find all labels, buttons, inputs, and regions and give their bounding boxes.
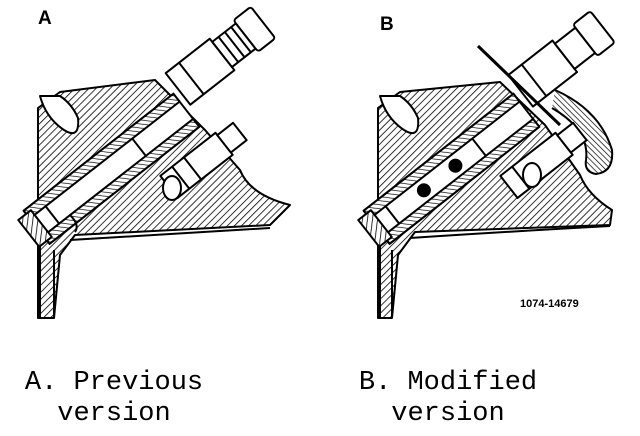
injector-barrel-b <box>357 92 541 248</box>
bolt-head-b <box>522 162 542 188</box>
caption-b-line2: version <box>391 399 505 429</box>
bolt-head-a <box>162 175 182 201</box>
drawing-a <box>17 6 291 319</box>
drawing-b <box>357 11 615 319</box>
caption-a-line1: A. Previous <box>24 368 204 398</box>
body-curve-b <box>409 225 611 239</box>
injector-barrel-a <box>17 92 201 248</box>
caption-a-line2: version <box>57 399 171 429</box>
body-curve-a <box>69 227 271 241</box>
caption-a: A. Previous version <box>14 368 214 430</box>
retaining-bar-b <box>476 44 562 127</box>
pocket-b <box>379 95 420 134</box>
caption-b: B. Modified version <box>348 368 548 430</box>
upper-fitting-a <box>164 6 276 106</box>
figure-code: 1074-14679 <box>520 298 579 310</box>
panel-label-b: B <box>380 14 394 35</box>
pocket-a <box>39 95 80 134</box>
caption-b-line1: B. Modified <box>358 368 538 398</box>
panel-label-a: A <box>38 8 52 29</box>
